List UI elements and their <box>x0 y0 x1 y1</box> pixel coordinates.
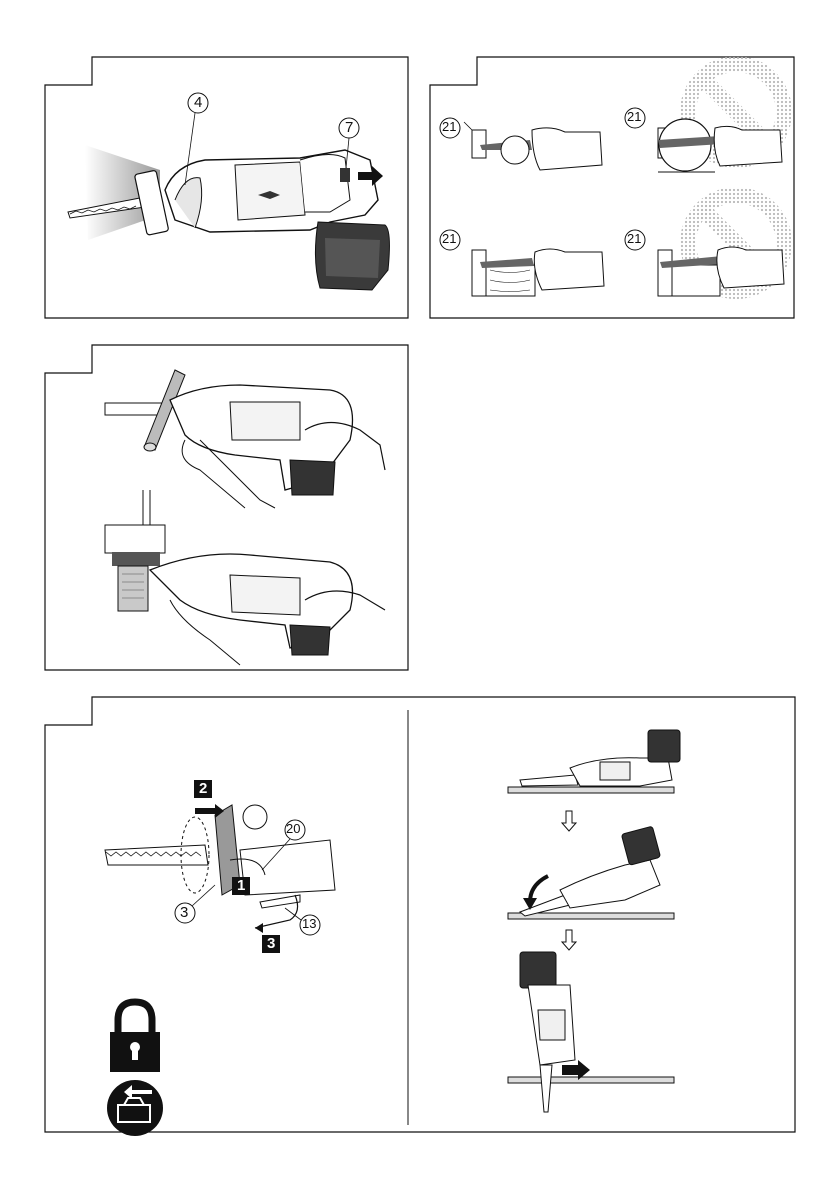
down-arrow-icon <box>562 811 576 831</box>
figure-blade-angle-drawing <box>420 0 840 330</box>
pipe-cutting-icon <box>105 370 385 508</box>
callout-label: 4 <box>194 94 202 111</box>
remove-battery-icon <box>107 1080 163 1136</box>
callout-label: 7 <box>345 119 353 136</box>
reciprocating-saw-icon <box>165 150 389 290</box>
callout-label: 21 <box>627 109 641 124</box>
figure-cutting-positions-drawing <box>0 330 420 680</box>
hex-wrench-icon <box>260 895 300 908</box>
lock-icon <box>110 1002 160 1072</box>
callout-label: 13 <box>302 916 316 931</box>
figure-blade-install-drawing <box>0 680 840 1150</box>
callout-label: 3 <box>180 904 188 921</box>
step-label-2: 2 <box>199 780 207 797</box>
figure-panel-blade-install: 3 20 13 2 1 3 <box>0 680 840 1150</box>
step-label-3: 3 <box>267 935 275 952</box>
figure-panel-saw-light: 4 7 <box>0 0 420 330</box>
down-arrow-icon <box>562 930 576 950</box>
callout-label: 21 <box>442 231 456 246</box>
callout-label: 21 <box>442 119 456 134</box>
step-label-1: 1 <box>237 877 245 894</box>
wood-cutting-icon <box>105 490 385 665</box>
figure-saw-light-drawing <box>0 0 420 330</box>
callout-label: 21 <box>627 231 641 246</box>
figure-panel-blade-angle: 21 21 21 21 <box>420 0 840 330</box>
figure-panel-cutting-positions <box>0 330 420 680</box>
callout-label: 20 <box>286 821 300 836</box>
